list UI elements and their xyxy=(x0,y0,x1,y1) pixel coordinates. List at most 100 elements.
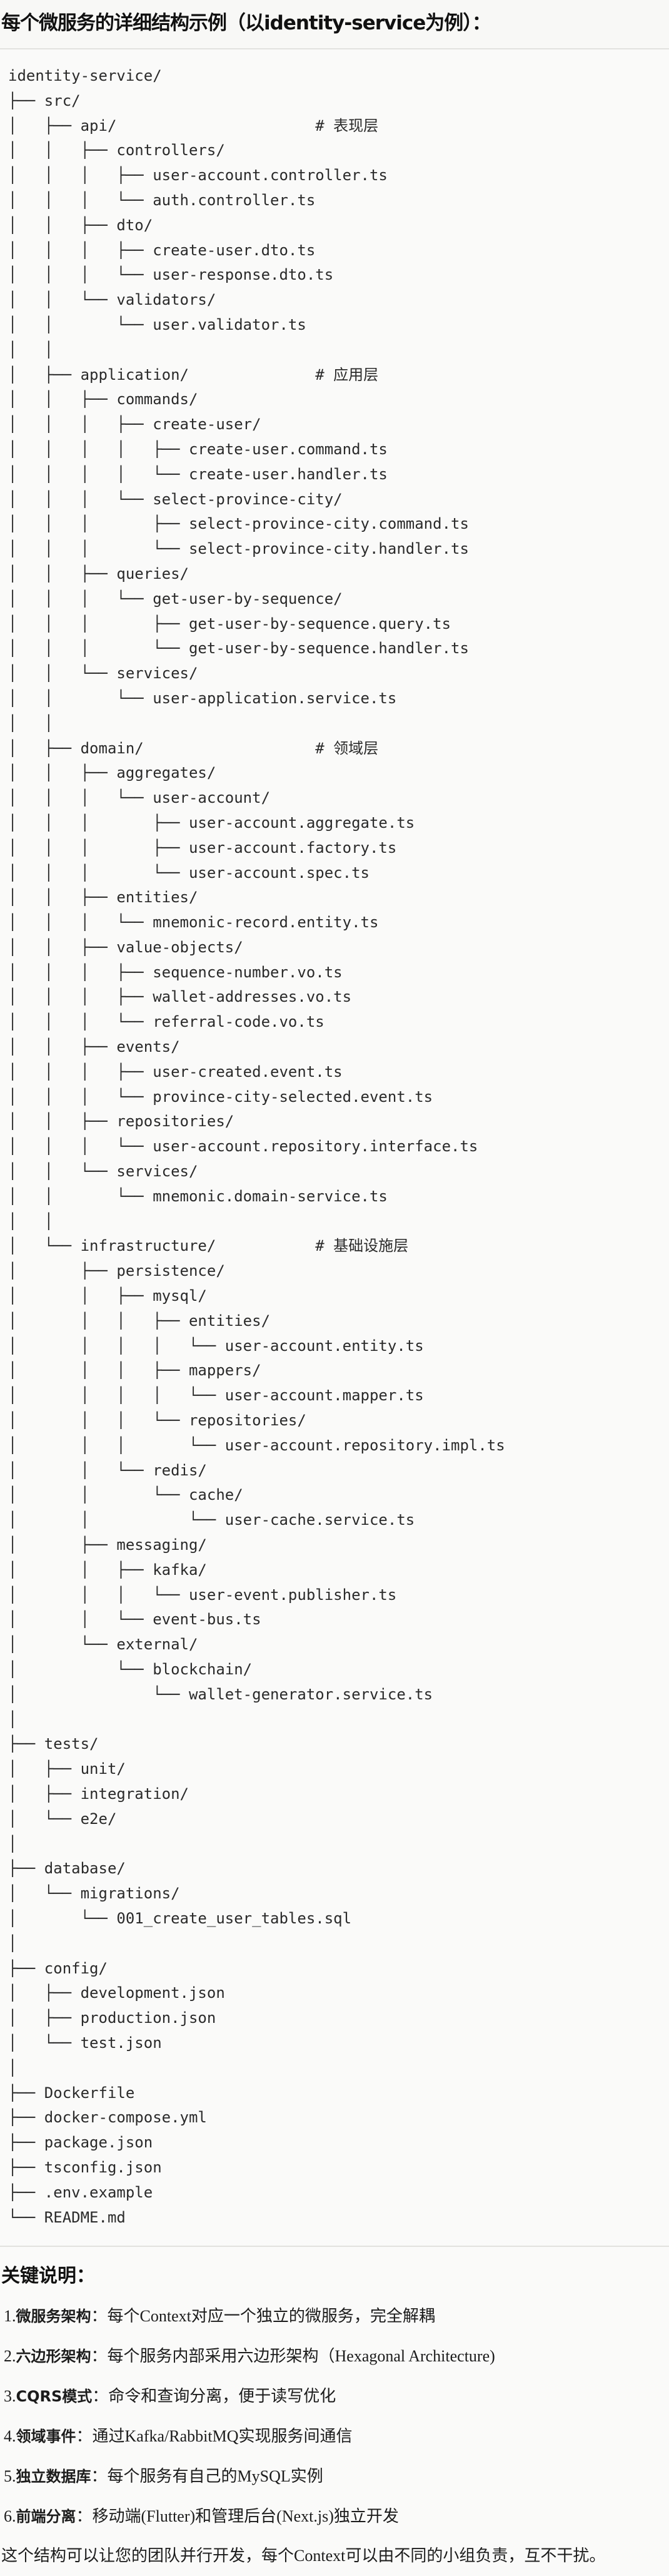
tree-line: │ │ │ ├── user-account.factory.ts xyxy=(8,838,397,857)
tree-line: │ ├── messaging/ xyxy=(8,1536,207,1554)
tree-line: │ │ │ ├── create-user.dto.ts xyxy=(8,241,316,259)
tree-line: │ │ ├── kafka/ xyxy=(8,1560,207,1579)
tree-line: │ │ └── validators/ xyxy=(8,291,216,309)
tree-line: │ xyxy=(8,2059,18,2077)
note-item: 6.前端分离：移动端(Flutter)和管理后台(Next.js)独立开发 xyxy=(4,2504,399,2529)
tree-line: │ └── test.json xyxy=(8,2034,162,2052)
tree-line: │ │ │ ├── user-account.aggregate.ts xyxy=(8,813,415,832)
tree-line: │ │ │ ├── entities/ xyxy=(8,1311,271,1330)
tree-line: │ │ │ ├── sequence-number.vo.ts xyxy=(8,963,343,981)
tree-line: │ │ ├── entities/ xyxy=(8,888,198,907)
tree-line: │ │ │ └── repositories/ xyxy=(8,1412,306,1430)
note-number: 6. xyxy=(4,2507,16,2525)
tree-line: │ └── e2e/ xyxy=(8,1810,117,1828)
tree-line: │ │ ├── dto/ xyxy=(8,216,153,234)
tree-line: │ │ ├── aggregates/ xyxy=(8,764,216,782)
tree-line: │ │ │ └── user-response.dto.ts xyxy=(8,266,334,284)
tree-line: │ │ └── services/ xyxy=(8,664,198,683)
tree-line: ├── src/ xyxy=(8,91,81,109)
note-text: 每个服务内部采用六边形架构（Hexagonal Architecture) xyxy=(107,2347,495,2365)
tree-line: │ │ xyxy=(8,340,54,359)
tree-line: │ │ └── mnemonic.domain-service.ts xyxy=(8,1187,388,1205)
title-bar: 每个微服务的详细结构示例（以identity-service为例）： xyxy=(0,0,669,49)
note-item: 4.领域事件：通过Kafka/RabbitMQ实现服务间通信 xyxy=(4,2424,352,2449)
tree-line: │ │ │ └── user-account/ xyxy=(8,789,271,807)
tree-line: │ │ ├── value-objects/ xyxy=(8,938,243,956)
note-text: 命令和查询分离，便于读写优化 xyxy=(108,2387,336,2405)
tree-line: │ │ ├── repositories/ xyxy=(8,1112,234,1131)
note-item: 3.CQRS模式：命令和查询分离，便于读写优化 xyxy=(4,2384,336,2409)
tree-line: │ │ │ └── get-user-by-sequence.handler.t… xyxy=(8,639,469,658)
tree-line: ├── Dockerfile xyxy=(8,2084,135,2102)
tree-line: │ │ │ ├── user-account.controller.ts xyxy=(8,166,388,185)
tree-line: │ ├── application/ # 应用层 xyxy=(8,365,379,384)
note-number: 2. xyxy=(4,2347,16,2365)
tree-line: │ ├── unit/ xyxy=(8,1760,126,1778)
tree-line: │ │ │ │ └── create-user.handler.ts xyxy=(8,465,388,483)
tree-line: │ │ └── redis/ xyxy=(8,1461,207,1479)
page-title: 每个微服务的详细结构示例（以identity-service为例）： xyxy=(1,12,491,34)
note-item: 1.微服务架构：每个Context对应一个独立的微服务，完全解耦 xyxy=(4,2304,435,2329)
tree-line: │ │ ├── commands/ xyxy=(8,390,198,409)
tree-line: ├── .env.example xyxy=(8,2183,153,2201)
tree-line: │ ├── development.json xyxy=(8,1984,225,2002)
tree-line: │ │ │ ├── select-province-city.command.t… xyxy=(8,515,469,533)
tree-line: │ ├── production.json xyxy=(8,2009,216,2027)
tree-line: │ │ │ └── user-account.repository.impl.t… xyxy=(8,1436,505,1454)
tree-line: ├── docker-compose.yml xyxy=(8,2109,207,2127)
tree-line: │ └── migrations/ xyxy=(8,1885,180,1903)
tree-line: │ │ │ └── user-account.spec.ts xyxy=(8,863,370,882)
summary-text: 这个结构可以让您的团队并行开发，每个Context可以由不同的小组负责，互不干扰… xyxy=(1,2547,606,2565)
tree-line: │ └── wallet-generator.service.ts xyxy=(8,1685,433,1703)
tree-line: │ │ xyxy=(8,1212,54,1230)
note-number: 1. xyxy=(4,2307,16,2325)
tree-line: │ └── 001_create_user_tables.sql xyxy=(8,1909,352,1927)
tree-line: │ │ └── services/ xyxy=(8,1163,198,1181)
tree-line: │ │ │ ├── wallet-addresses.vo.ts xyxy=(8,988,352,1006)
note-separator: ： xyxy=(91,2307,108,2325)
tree-line: │ │ │ │ └── user-account.entity.ts xyxy=(8,1336,424,1355)
note-label: 独立数据库 xyxy=(16,2468,91,2485)
tree-line: │ ├── persistence/ xyxy=(8,1262,225,1280)
tree-line: │ │ │ └── user-event.publisher.ts xyxy=(8,1586,397,1604)
note-item: 2.六边形架构：每个服务内部采用六边形架构（Hexagonal Architec… xyxy=(4,2344,495,2369)
tree-line: │ │ │ └── mnemonic-record.entity.ts xyxy=(8,914,379,932)
tree-line: │ │ │ │ ├── create-user.command.ts xyxy=(8,440,388,458)
tree-line: │ │ └── user-application.service.ts xyxy=(8,689,397,707)
tree-line: ├── tests/ xyxy=(8,1735,99,1753)
tree-line: │ │ ├── events/ xyxy=(8,1038,180,1056)
code-block: identity-service/├── src/│ ├── api/ # 表现… xyxy=(0,49,669,2247)
tree-line: │ │ │ │ └── user-account.mapper.ts xyxy=(8,1387,424,1405)
tree-line: │ │ └── user-cache.service.ts xyxy=(8,1511,415,1529)
tree-line: │ │ │ └── referral-code.vo.ts xyxy=(8,1013,324,1031)
tree-line: │ │ └── event-bus.ts xyxy=(8,1611,261,1629)
tree-line: │ │ │ ├── create-user/ xyxy=(8,415,261,434)
tree-line: │ │ │ └── select-province-city/ xyxy=(8,490,343,508)
directory-tree: identity-service/├── src/│ ├── api/ # 表现… xyxy=(8,64,505,2230)
tree-line: │ xyxy=(8,1835,18,1853)
tree-line: │ └── external/ xyxy=(8,1636,198,1654)
tree-line: │ │ └── user.validator.ts xyxy=(8,315,306,333)
tree-line: │ │ │ └── get-user-by-sequence/ xyxy=(8,589,343,608)
tree-line: │ └── infrastructure/ # 基础设施层 xyxy=(8,1237,409,1255)
note-separator: ： xyxy=(91,2347,108,2365)
tree-line: │ │ │ └── user-account.repository.interf… xyxy=(8,1138,478,1156)
note-label: 领域事件 xyxy=(16,2428,76,2445)
tree-line: │ │ │ ├── mappers/ xyxy=(8,1362,261,1380)
tree-line: │ │ │ ├── get-user-by-sequence.query.ts xyxy=(8,614,451,633)
tree-line: identity-service/ xyxy=(8,67,162,84)
note-text: 移动端(Flutter)和管理后台(Next.js)独立开发 xyxy=(92,2507,399,2525)
tree-line: │ xyxy=(8,1710,18,1728)
note-number: 3. xyxy=(4,2387,16,2405)
tree-line: │ ├── domain/ # 领域层 xyxy=(8,739,379,757)
tree-line: │ └── blockchain/ xyxy=(8,1661,253,1678)
note-separator: ： xyxy=(76,2427,93,2445)
tree-line: │ │ ├── mysql/ xyxy=(8,1287,207,1305)
tree-line: ├── database/ xyxy=(8,1860,126,1878)
note-separator: ： xyxy=(91,2467,108,2485)
tree-line: │ │ │ └── select-province-city.handler.t… xyxy=(8,540,469,558)
tree-line: │ │ │ └── province-city-selected.event.t… xyxy=(8,1087,433,1106)
note-text: 每个Context对应一个独立的微服务，完全解耦 xyxy=(107,2307,435,2325)
note-number: 4. xyxy=(4,2427,16,2445)
tree-line: │ │ xyxy=(8,714,54,732)
